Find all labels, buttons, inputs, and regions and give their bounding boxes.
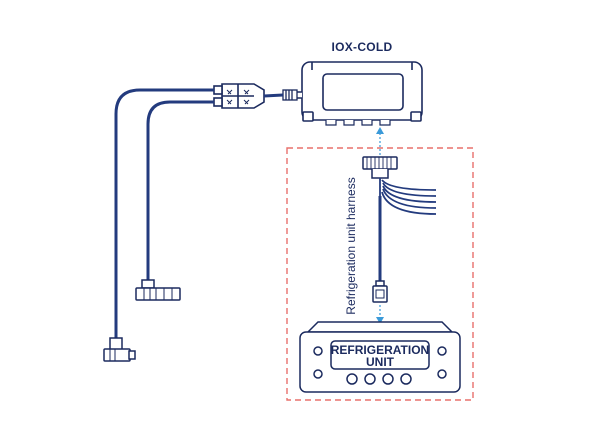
iox-cold-device [295, 61, 423, 126]
unit-label-line1: REFRIGERATION [331, 343, 429, 357]
right-angle-plug [103, 337, 136, 362]
unit-label-line2: UNIT [366, 355, 395, 369]
plug-connector [372, 280, 388, 303]
strain-relief [282, 89, 298, 101]
outer-cable [114, 88, 214, 345]
refrigeration-unit-panel [299, 321, 461, 393]
harness-label: Refrigeration unit harness [344, 177, 358, 314]
refrigeration-harness-box [286, 147, 474, 401]
device-title: IOX-COLD [331, 40, 392, 54]
harness-connector [362, 156, 398, 179]
y-splitter-connector [213, 83, 265, 109]
connector-plug [135, 279, 181, 301]
splitter-to-device-cable [263, 93, 284, 98]
connection-arrow-bottom [376, 305, 384, 324]
inner-cable [146, 100, 214, 282]
harness-wires [379, 178, 437, 215]
connection-arrow-top [376, 127, 384, 155]
